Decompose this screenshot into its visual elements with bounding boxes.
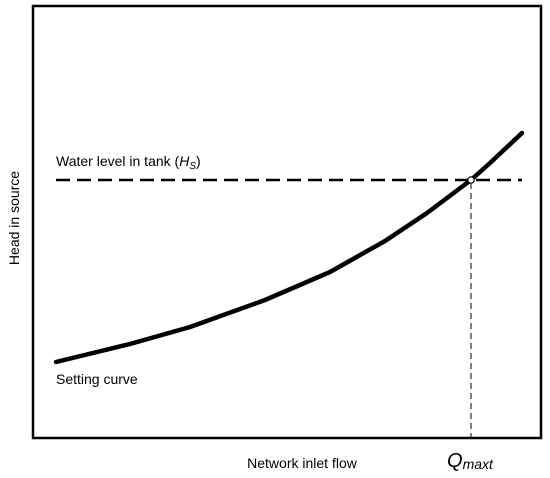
tank-symbol-sub: S xyxy=(189,161,196,172)
setting-curve-label: Setting curve xyxy=(56,371,138,387)
tank-label-prefix: Water level in tank ( xyxy=(56,153,180,169)
qmax-label: Qmaxt xyxy=(447,450,494,472)
tank-label-suffix: ) xyxy=(196,153,201,169)
setting-curve xyxy=(53,130,525,365)
x-axis-label: Network inlet flow xyxy=(247,455,358,471)
qmax-main: Q xyxy=(447,450,463,472)
tank-level-label: Water level in tank (HS) xyxy=(56,153,201,172)
tank-symbol-main: H xyxy=(179,153,190,169)
intersection-marker xyxy=(467,176,475,184)
y-axis-label: Head in source xyxy=(6,171,22,265)
plot-frame xyxy=(31,4,543,440)
qmax-sub: maxt xyxy=(463,456,494,472)
